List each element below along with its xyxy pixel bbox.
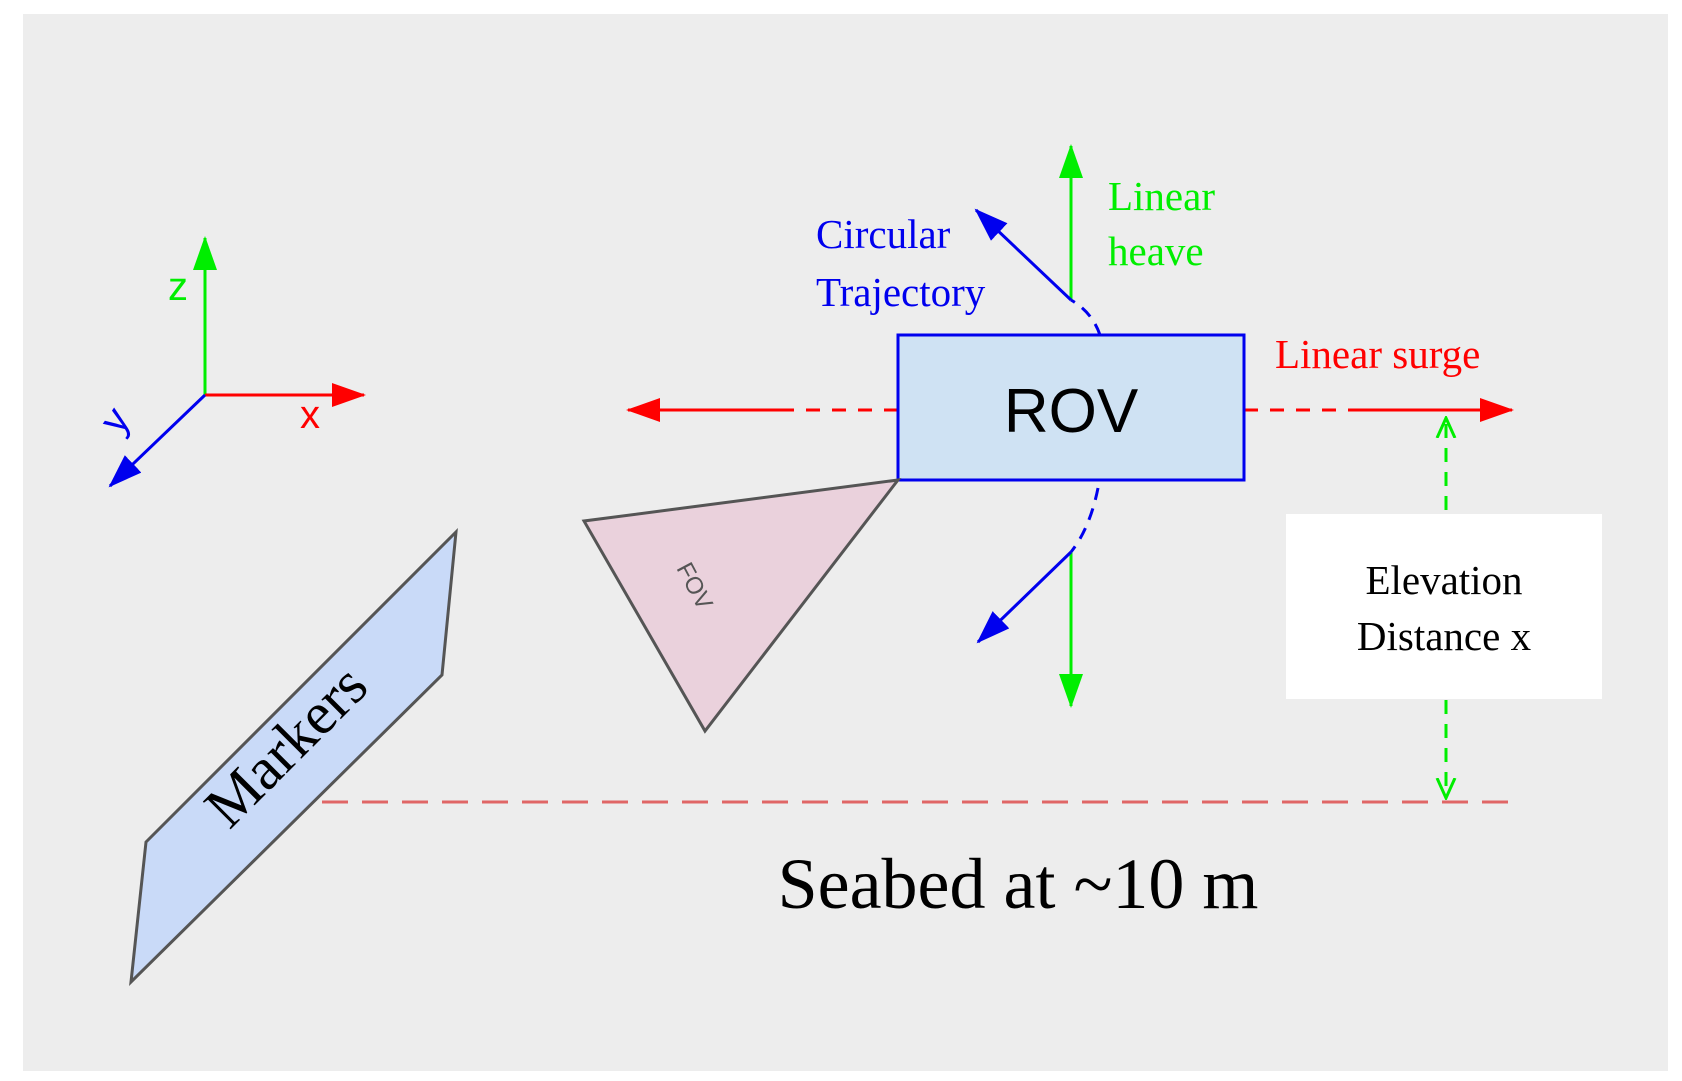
z-axis-label: z [168, 265, 188, 309]
linear-heave-label-line2: heave [1108, 228, 1204, 274]
linear-surge-label: Linear surge [1275, 331, 1480, 377]
circular-trajectory-label-line2: Trajectory [816, 269, 986, 315]
seabed: Seabed at ~10 m [322, 800, 1512, 924]
circular-bottom-dashed [1069, 487, 1100, 553]
circular-top-arrow [974, 208, 1073, 302]
elevation-label-box [1286, 514, 1602, 699]
rov-box: ROV [896, 333, 1246, 482]
y-axis-arrow [108, 393, 207, 488]
circular-trajectory-label-line1: Circular [816, 211, 951, 257]
heave-arrows: Linear heave [1059, 144, 1215, 708]
surge-arrows: Linear surge [626, 331, 1514, 422]
x-axis-label: x [300, 393, 320, 437]
fov-triangle [581, 478, 902, 734]
circular-trajectory-arrows: Circular Trajectory [816, 208, 1102, 644]
rov-body [896, 333, 1246, 482]
rov-label: ROV [1004, 377, 1139, 446]
seabed-label: Seabed at ~10 m [778, 844, 1259, 924]
elevation-distance: Elevation Distance x [1286, 418, 1602, 798]
linear-heave-label-line1: Linear [1108, 173, 1215, 219]
elevation-label-line1: Elevation [1365, 557, 1522, 603]
fov-cone: FOV [581, 478, 902, 734]
markers-shape [129, 527, 458, 987]
circular-top-dashed [1070, 298, 1102, 336]
circular-bottom-arrow [976, 550, 1073, 644]
elevation-label-line2: Distance x [1357, 613, 1531, 659]
